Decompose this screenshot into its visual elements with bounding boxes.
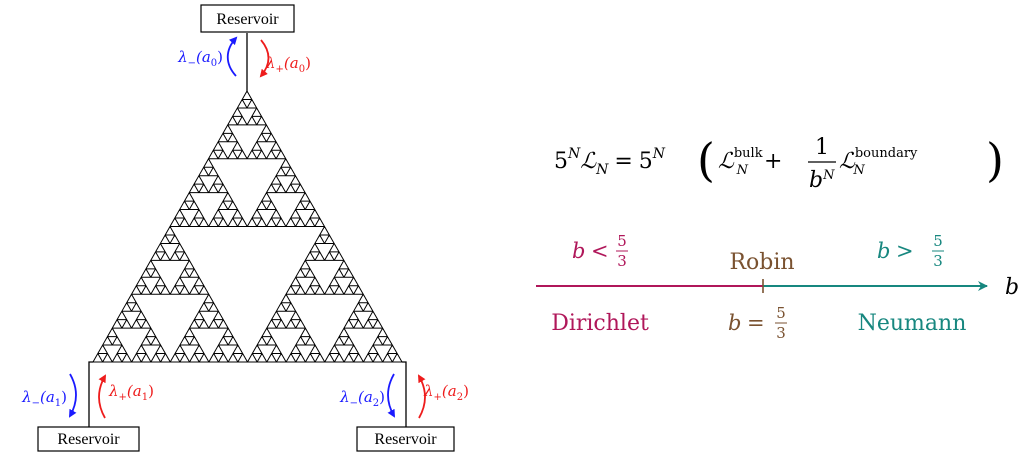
regime-dirichlet-label: Dirichlet bbox=[551, 311, 649, 336]
arrow-lambda-plus-a1 bbox=[98, 374, 106, 419]
label-lambda-minus-a0: λ−(a0) bbox=[177, 48, 223, 69]
gasket-cells bbox=[92, 90, 403, 363]
arrow-lambda-plus-a2 bbox=[418, 374, 426, 419]
cond-mid-b: b bbox=[728, 311, 741, 335]
cond-mid-num: 5 bbox=[776, 304, 786, 322]
label-lambda-minus-a2: λ−(a2) bbox=[339, 388, 385, 409]
label-lambda-plus-a2: λ+(a2) bbox=[423, 382, 469, 403]
reservoir-bottom-right-label: Reservoir bbox=[374, 431, 437, 448]
arrow-lambda-minus-a2 bbox=[387, 373, 395, 418]
cond-left-op: < bbox=[591, 239, 609, 263]
lead-bottom-left bbox=[88, 361, 93, 428]
formula-frac-den: bN bbox=[809, 168, 835, 193]
reservoir-top-label: Reservoir bbox=[216, 11, 279, 28]
arrow-lambda-minus-a1 bbox=[69, 373, 77, 418]
reservoir-box bbox=[356, 426, 455, 452]
reservoir-bottom-right: Reservoir bbox=[356, 426, 455, 452]
condition-dirichlet: b < 5 3 bbox=[572, 232, 628, 270]
condition-neumann: b > 5 3 bbox=[877, 232, 944, 270]
regime-robin-label: Robin bbox=[729, 250, 794, 275]
reservoir-box bbox=[37, 426, 140, 452]
lead-bottom-right bbox=[402, 361, 407, 428]
cond-right-op: > bbox=[896, 239, 914, 263]
label-lambda-plus-a0: λ+(a0) bbox=[265, 54, 311, 75]
reservoir-top: Reservoir bbox=[200, 4, 295, 33]
reservoir-bottom-left: Reservoir bbox=[37, 426, 140, 452]
formula-close-paren: ) bbox=[986, 133, 1004, 187]
formula-frac-num: 1 bbox=[815, 135, 829, 160]
regime-neumann-label: Neumann bbox=[858, 311, 967, 336]
rate-labels: λ−(a0) λ+(a0) λ−(a1) λ+(a1) λ−(a2) λ+(a2… bbox=[21, 48, 469, 409]
arrow-lambda-plus-a0 bbox=[259, 39, 270, 78]
cond-left-b: b bbox=[572, 239, 585, 263]
label-lambda-minus-a1: λ−(a1) bbox=[21, 388, 67, 409]
reservoir-leads bbox=[88, 33, 407, 428]
label-lambda-plus-a1: λ+(a1) bbox=[108, 382, 154, 403]
cond-mid-op: = bbox=[747, 311, 765, 335]
cond-right-den: 3 bbox=[933, 252, 943, 270]
condition-robin: b = 5 3 bbox=[728, 304, 787, 342]
axis-label-b: b bbox=[1005, 275, 1019, 300]
formula-open-paren: ( bbox=[697, 133, 715, 187]
formula-lhs: 5NℒN=5N bbox=[554, 146, 666, 178]
reservoir-bottom-left-label: Reservoir bbox=[57, 431, 120, 448]
rate-arrows bbox=[69, 36, 426, 419]
cond-mid-den: 3 bbox=[776, 324, 786, 342]
regime-number-line: b b < 5 3 Dirichlet Robin b = 5 3 b > 5 … bbox=[536, 232, 1019, 342]
cond-right-num: 5 bbox=[933, 232, 943, 250]
reservoir-box bbox=[200, 4, 295, 33]
cond-left-den: 3 bbox=[617, 252, 627, 270]
sierpinski-gasket bbox=[92, 90, 403, 363]
cond-right-b: b bbox=[877, 239, 890, 263]
cond-left-num: 5 bbox=[617, 232, 627, 250]
arrow-lambda-minus-a0 bbox=[226, 36, 238, 77]
